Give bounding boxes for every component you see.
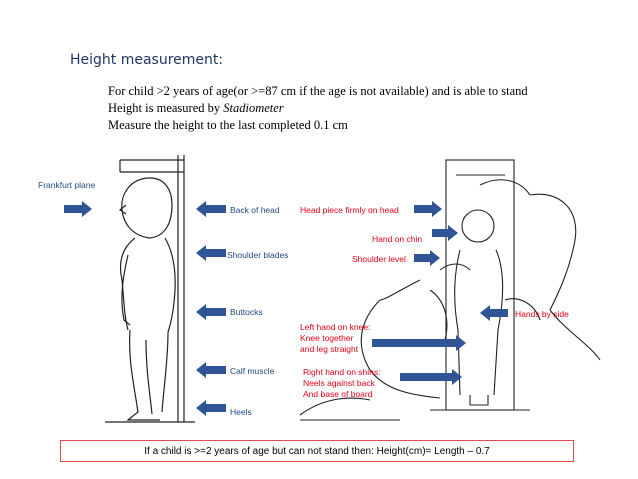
slide-title: Height measurement: (70, 52, 224, 68)
arrow-left-hand (372, 335, 466, 351)
arrow-head-piece (414, 201, 442, 217)
label-head-piece: Head piece firmly on head (300, 205, 399, 215)
label-right-hand-line-3: And base of board (303, 389, 373, 399)
arrow-calf-muscle (196, 362, 226, 378)
arrows (64, 201, 508, 416)
label-frankfurt-plane: Frankfurt plane (38, 180, 96, 190)
footer-note-box: If a child is >=2 years of age but can n… (60, 440, 574, 462)
arrow-hand-on-chin (432, 225, 458, 241)
label-left-hand: Left hand on knee: Knee together and leg… (300, 322, 370, 355)
label-heels: Heels (230, 407, 252, 417)
arrow-buttocks (196, 304, 226, 320)
text-line-2-pre: Height is measured by (108, 101, 224, 115)
label-right-hand-line-2: Neels against back (303, 378, 375, 388)
label-buttocks: Buttocks (230, 307, 263, 317)
label-shoulder-level: Shoulder level (352, 254, 406, 264)
label-hands-by-side: Hands by side (515, 309, 569, 319)
text-line-3: Measure the height to the last completed… (108, 118, 348, 132)
label-left-hand-line-2: Knee together (300, 333, 354, 343)
label-right-hand-line-1: Right hand on shins: (303, 367, 381, 377)
standing-child-figure (105, 155, 195, 423)
arrow-shoulder-level (414, 250, 440, 266)
label-shoulder-blades: Shoulder blades (227, 250, 289, 260)
label-hand-on-chin: Hand on chin (372, 234, 423, 244)
arrow-right-hand (400, 369, 462, 385)
arrow-hands-by-side (480, 305, 508, 321)
footer-note: If a child is >=2 years of age but can n… (144, 445, 490, 457)
label-calf-muscle: Calf muscle (230, 366, 275, 376)
label-left-hand-line-3: and leg straight (300, 344, 359, 354)
seated-measure-figure (299, 159, 601, 421)
arrow-shoulder-blades (196, 245, 226, 261)
arrow-heels (196, 400, 226, 416)
label-right-hand: Right hand on shins: Neels against back … (303, 367, 381, 400)
arrow-frankfurt (64, 201, 92, 217)
text-line-1: For child >2 years of age(or >=87 cm if … (108, 84, 528, 98)
label-left-hand-line-1: Left hand on knee: (300, 322, 371, 332)
arrow-back-of-head (196, 201, 226, 217)
label-back-of-head: Back of head (230, 205, 280, 215)
text-line-2: Height is measured by Stadiometer (108, 101, 284, 116)
stadiometer-term: Stadiometer (223, 101, 284, 115)
